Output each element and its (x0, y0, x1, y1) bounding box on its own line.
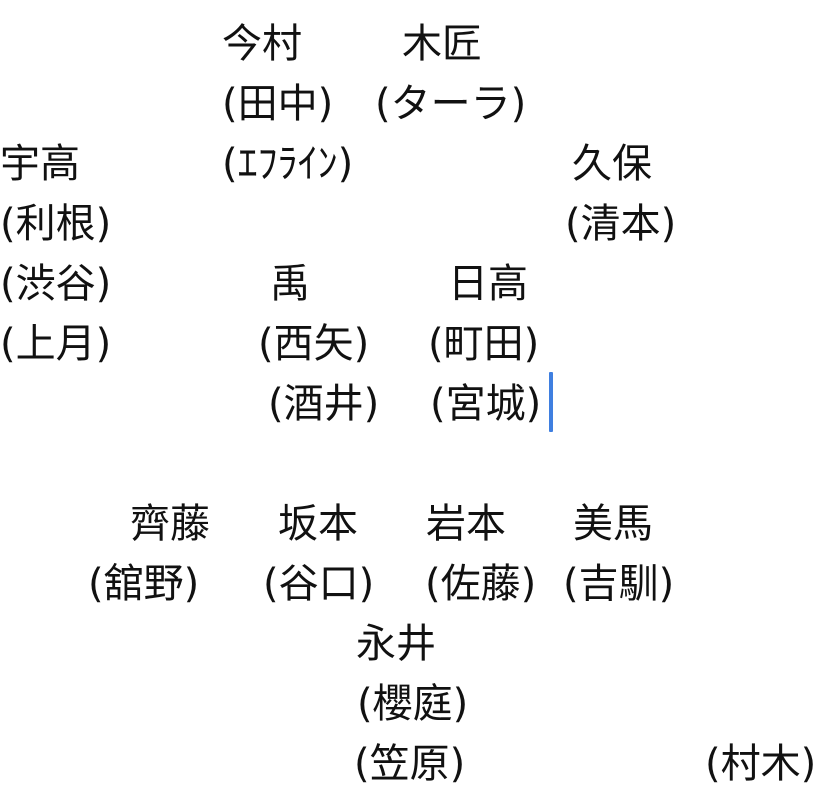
name-text: (田中) (222, 81, 334, 127)
name-text: (宮城) (430, 381, 542, 427)
name-text: 今村 (222, 21, 302, 67)
name-text: 久保 (572, 141, 652, 187)
name-text: (ターラ) (375, 81, 527, 127)
name-text: 齊藤 (130, 501, 210, 547)
name-text: 岩本 (426, 501, 506, 547)
name-text: (町田) (428, 321, 540, 367)
name-text: (西矢) (258, 321, 370, 367)
name-text: 木匠 (402, 21, 482, 67)
name-text: 禹 (270, 261, 310, 307)
name-text: 永井 (356, 621, 436, 667)
name-text: (ｴﾌﾗｲﾝ) (222, 141, 354, 187)
name-text: (櫻庭) (357, 681, 469, 727)
name-text: (渋谷) (0, 261, 112, 307)
name-text: 日高 (448, 261, 528, 307)
name-text: (舘野) (88, 561, 200, 607)
name-text: (佐藤) (425, 561, 537, 607)
name-text: 美馬 (573, 501, 653, 547)
text-cursor (549, 372, 553, 432)
name-text: (酒井) (268, 381, 380, 427)
name-text: (谷口) (263, 561, 375, 607)
name-text: (村木) (705, 741, 817, 787)
name-text: 坂本 (278, 501, 358, 547)
name-text: (笠原) (354, 741, 466, 787)
name-text: (利根) (0, 201, 112, 247)
name-text: 宇高 (0, 141, 80, 187)
name-text: (吉馴) (563, 561, 675, 607)
name-text: (上月) (0, 321, 112, 367)
name-text: (清本) (565, 201, 677, 247)
